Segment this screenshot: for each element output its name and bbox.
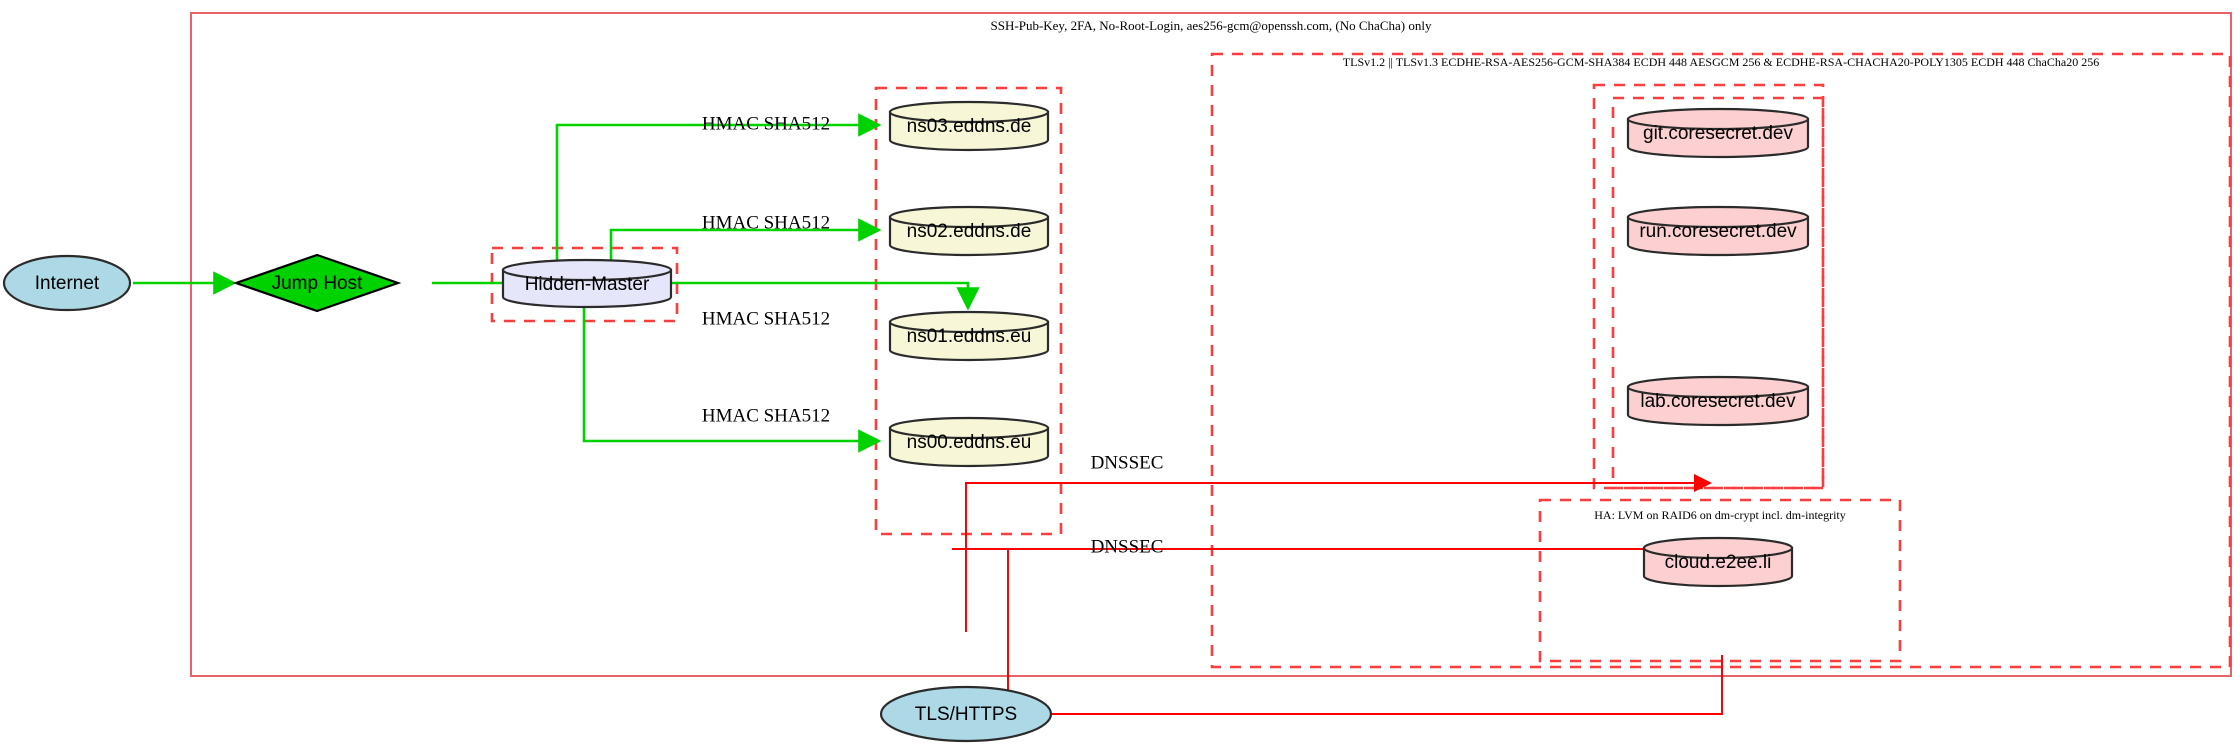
node-ns01-label: ns01.eddns.eu <box>907 326 1032 347</box>
node-ns02-label: ns02.eddns.de <box>907 221 1032 242</box>
node-run-coresecret[interactable]: run.coresecret.dev <box>1626 205 1810 257</box>
cluster-coresecret-inner <box>1611 96 1825 490</box>
edge-tls-https-right <box>1051 655 1723 715</box>
edge-dnssec-lower <box>1007 540 1712 655</box>
edge-label-hmac-ns03: HMAC SHA512 <box>702 113 830 134</box>
node-jump-host-label: Jump Host <box>272 273 364 294</box>
node-ns00[interactable]: ns00.eddns.eu <box>888 416 1050 468</box>
node-internet-label: Internet <box>35 273 100 294</box>
node-hidden-master[interactable]: Hidden-Master <box>501 258 673 309</box>
edge-label-hmac-ns02: HMAC SHA512 <box>702 212 830 233</box>
cluster-ha-storage <box>1538 498 1902 663</box>
node-git-coresecret-label: git.coresecret.dev <box>1643 123 1793 144</box>
node-tls-https-label: TLS/HTTPS <box>915 704 1017 725</box>
cluster-ha-storage-label: HA: LVM on RAID6 on dm-crypt incl. dm-in… <box>1594 508 1846 522</box>
node-ns03[interactable]: ns03.eddns.de <box>888 100 1050 152</box>
node-run-coresecret-label: run.coresecret.dev <box>1639 221 1797 242</box>
node-cloud-e2ee-label: cloud.e2ee.li <box>1665 552 1772 573</box>
node-ns00-label: ns00.eddns.eu <box>907 432 1032 453</box>
edge-label-hmac-ns00: HMAC SHA512 <box>702 405 830 426</box>
node-ns01[interactable]: ns01.eddns.eu <box>888 310 1050 362</box>
node-cloud-e2ee[interactable]: cloud.e2ee.li <box>1642 536 1794 588</box>
edge-hidden-master-to-ns02 <box>609 218 882 262</box>
cluster-tls-policy-label: TLSv1.2 || TLSv1.3 ECDHE-RSA-AES256-GCM-… <box>1343 55 2099 69</box>
edge-hidden-master-to-ns01 <box>669 281 980 311</box>
node-internet[interactable]: Internet <box>2 254 132 312</box>
edge-label-dnssec-lower: DNSSEC <box>1091 536 1164 557</box>
node-git-coresecret[interactable]: git.coresecret.dev <box>1626 107 1810 159</box>
edge-label-hmac-ns01: HMAC SHA512 <box>702 308 830 329</box>
node-tls-https[interactable]: TLS/HTTPS <box>879 685 1053 743</box>
node-ns02[interactable]: ns02.eddns.de <box>888 205 1050 257</box>
node-lab-coresecret[interactable]: lab.coresecret.dev <box>1626 375 1810 427</box>
edge-label-dnssec-upper: DNSSEC <box>1091 452 1164 473</box>
node-ns03-label: ns03.eddns.de <box>907 116 1032 137</box>
node-lab-coresecret-label: lab.coresecret.dev <box>1640 391 1796 412</box>
cluster-outer-ssh-label: SSH-Pub-Key, 2FA, No-Root-Login, aes256-… <box>991 18 1432 33</box>
cluster-dns-zone <box>874 86 1063 536</box>
node-jump-host[interactable]: Jump Host <box>232 253 402 313</box>
edge-hidden-master-to-ns00 <box>582 305 882 453</box>
node-hidden-master-label: Hidden-Master <box>525 274 650 295</box>
edge-hidden-master-to-ns03 <box>555 113 882 262</box>
edge-dnssec-upper <box>965 474 1712 632</box>
